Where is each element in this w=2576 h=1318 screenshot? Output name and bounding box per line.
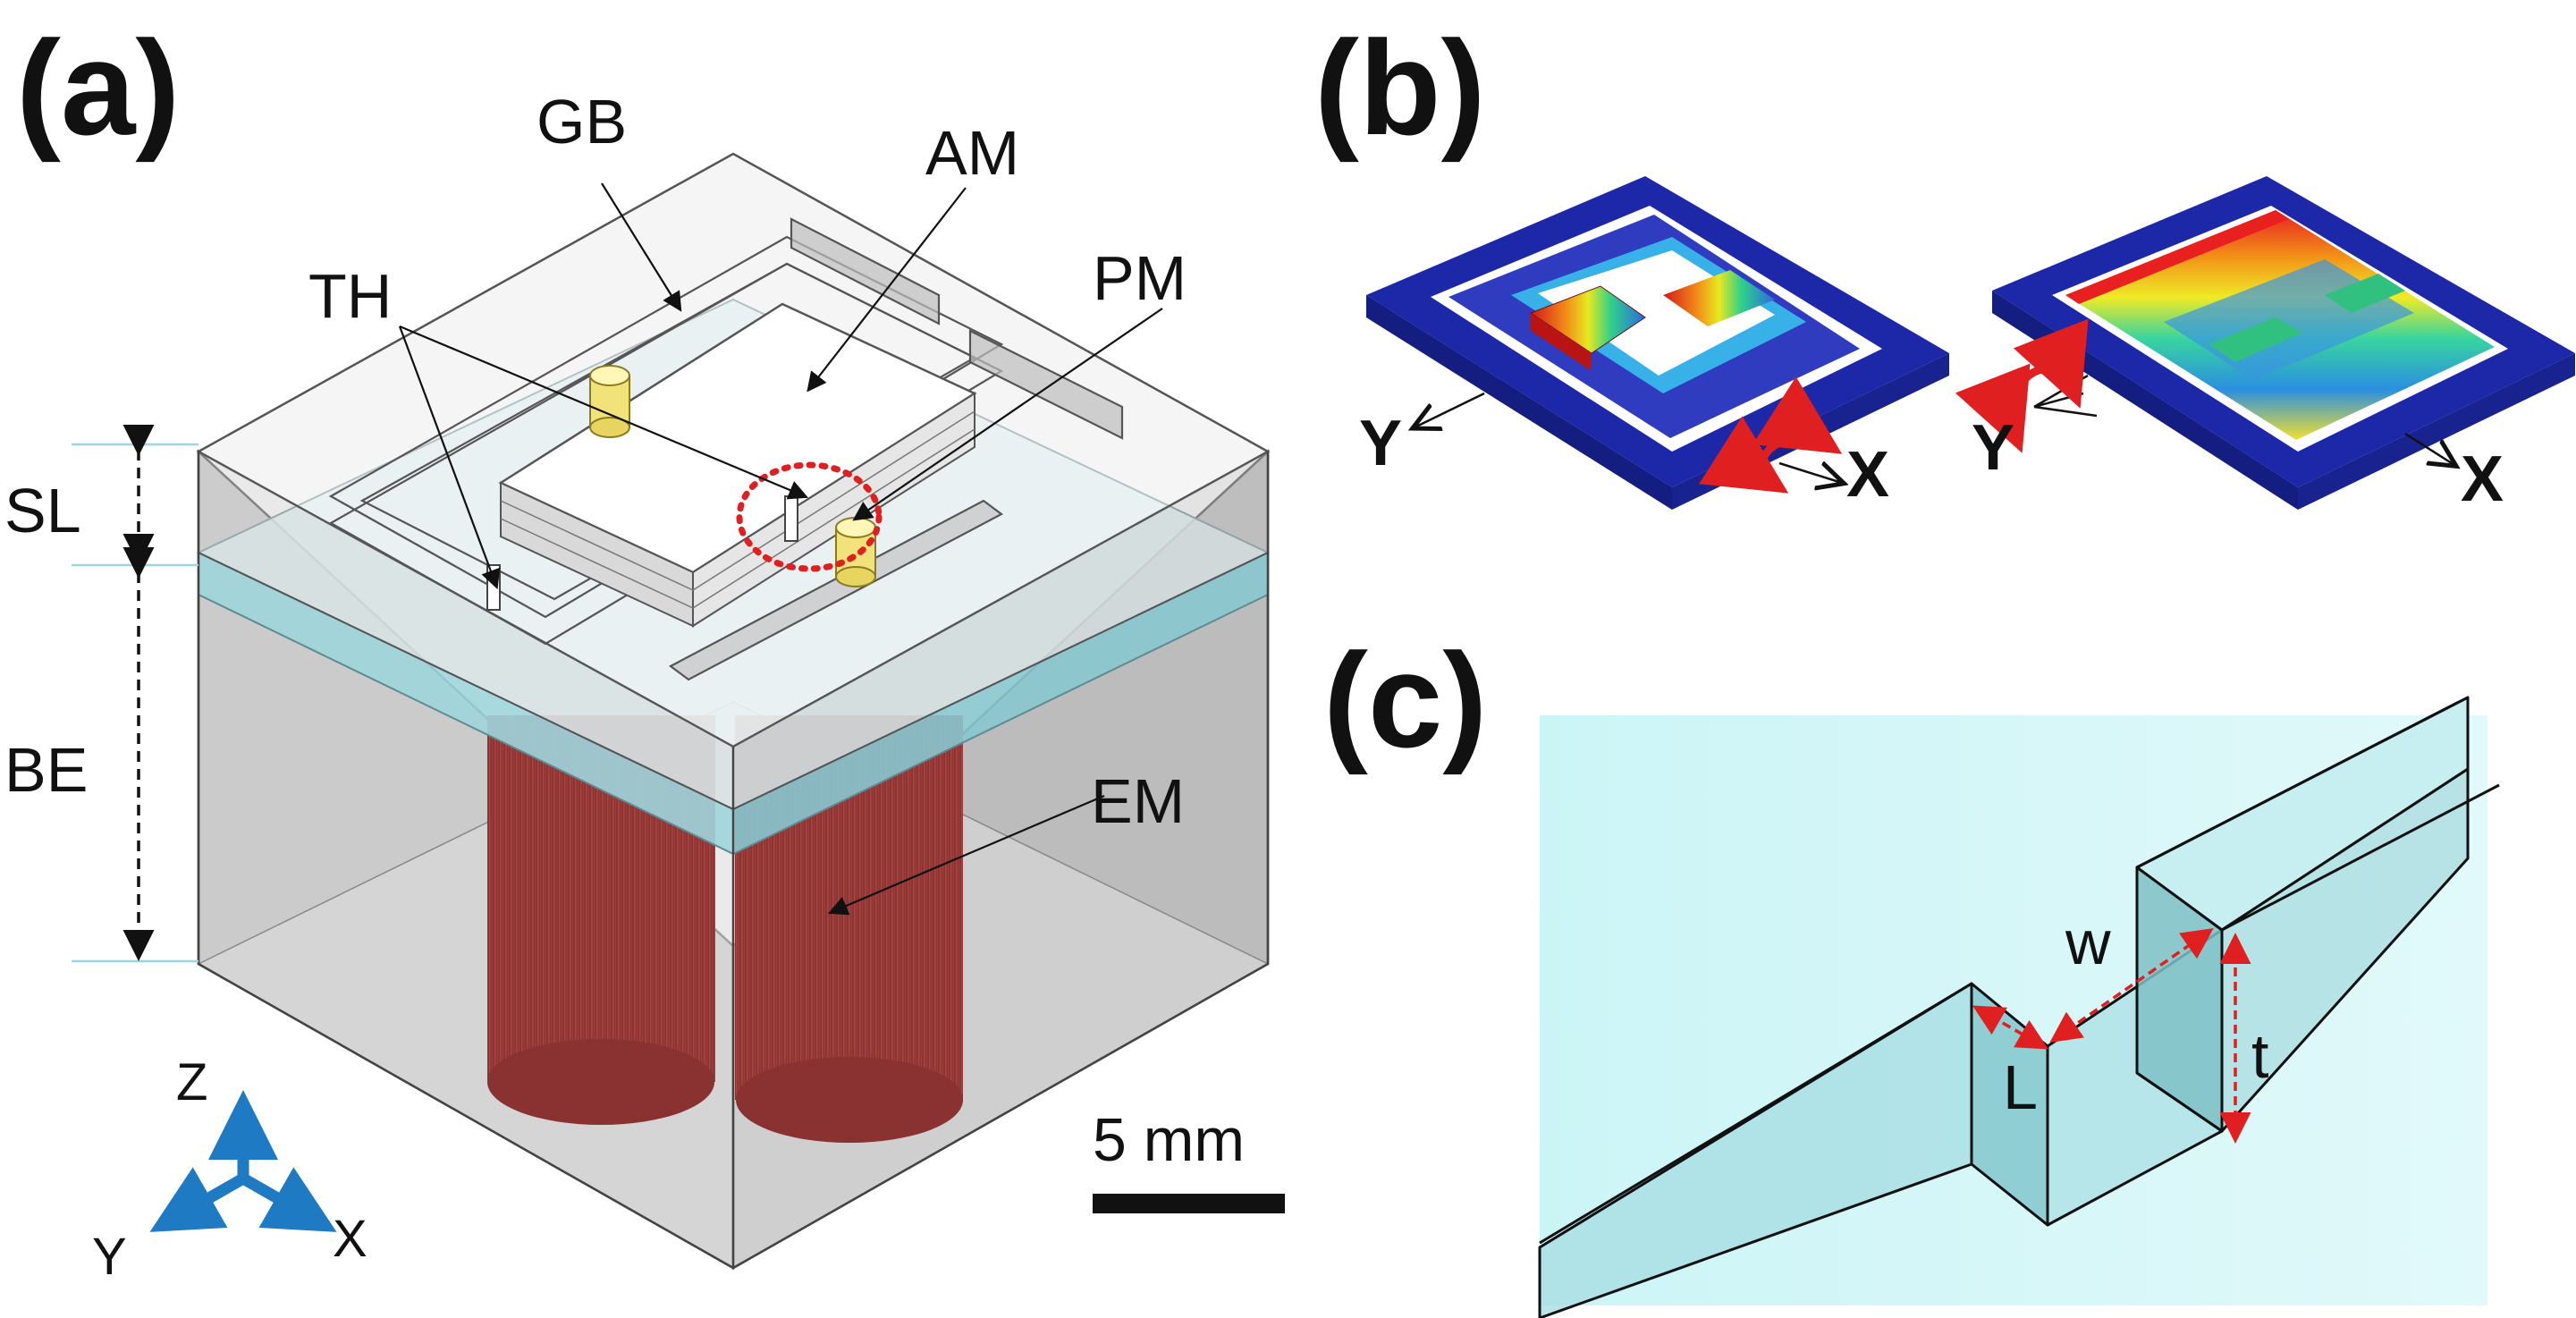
mode-shape-left — [1366, 176, 1949, 510]
panel-c-label: (c) — [1323, 625, 1487, 775]
right-axis-x-label: X — [2461, 444, 2504, 515]
label-th: TH — [308, 261, 392, 331]
scale-bar — [1093, 1194, 1285, 1213]
label-be: BE — [4, 735, 88, 805]
dim-w-label: w — [2065, 908, 2111, 977]
panel-b-label: (b) — [1314, 13, 1486, 163]
electromagnet-coils — [487, 715, 963, 1143]
label-gb: GB — [536, 87, 627, 156]
label-sl: SL — [4, 476, 81, 545]
mode-shape-right — [1955, 176, 2575, 510]
coil-left-bottom — [487, 1039, 714, 1125]
label-am: AM — [925, 118, 1019, 188]
permanent-magnets — [589, 365, 876, 587]
axis-y-label: Y — [92, 1228, 127, 1286]
dim-l-label: L — [2003, 1052, 2038, 1122]
axis-triad — [149, 1090, 337, 1232]
panel-b: (b) Y X — [1314, 13, 2575, 515]
housing-edges — [197, 452, 1270, 1270]
dim-t-label: t — [2251, 1021, 2268, 1091]
left-axis-y-label: Y — [1359, 408, 1402, 479]
axis-x-label: X — [333, 1210, 367, 1268]
scale-bar-label: 5 mm — [1093, 1106, 1245, 1174]
right-axis-y-label: Y — [1972, 412, 2014, 484]
layer-dimensions — [72, 425, 198, 963]
panel-a-label: (a) — [16, 13, 180, 163]
label-em: EM — [1091, 766, 1185, 836]
leader-lines — [398, 182, 1163, 916]
left-axis-x-label: X — [1846, 439, 1889, 511]
coil-right-bottom — [736, 1057, 963, 1143]
hinge-dimensions — [1972, 927, 2251, 1144]
label-pm: PM — [1093, 243, 1187, 313]
panel-a: (a) — [4, 13, 1285, 1286]
axis-z-label: Z — [176, 1053, 207, 1111]
panel-c: (c) w L t — [1323, 625, 2500, 1318]
highlight-circle — [736, 461, 883, 572]
actuated-mirror — [498, 302, 977, 628]
